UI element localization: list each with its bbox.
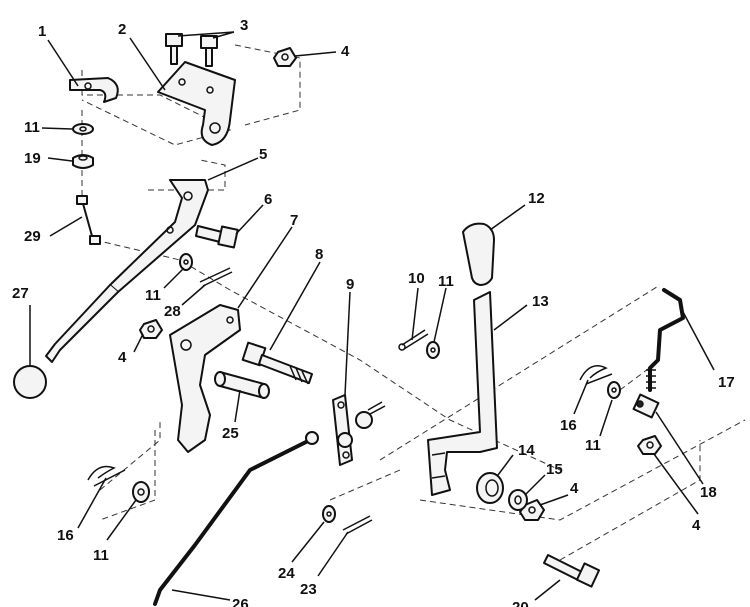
part-7-bracket-plate xyxy=(169,304,241,453)
callout-14: 14 xyxy=(518,442,535,459)
callout-23: 23 xyxy=(300,581,317,598)
part-11-washer-mid xyxy=(179,253,193,271)
part-17-rod xyxy=(646,288,685,392)
part-28-pin xyxy=(199,267,233,287)
part-9-plate xyxy=(332,394,386,466)
part-4-nut-right xyxy=(637,435,662,455)
callout-13: 13 xyxy=(532,293,549,310)
part-1-clip xyxy=(69,77,119,103)
callout-11-right: 11 xyxy=(585,437,601,454)
callout-8: 8 xyxy=(315,246,323,263)
part-12-grip xyxy=(462,222,495,286)
part-11-washer-center xyxy=(426,341,440,359)
part-11-washer-bottom-left xyxy=(132,481,150,503)
part-16-clip-right xyxy=(579,365,613,385)
part-24-washer xyxy=(322,505,336,523)
callout-9: 9 xyxy=(346,276,354,293)
part-2-bracket xyxy=(157,61,236,146)
callout-20: 20 xyxy=(512,599,529,607)
callout-3: 3 xyxy=(240,17,248,34)
part-20-bolt xyxy=(543,554,601,588)
callout-11-top-left: 11 xyxy=(24,119,40,136)
callout-6: 6 xyxy=(264,191,272,208)
part-4-nut-left xyxy=(139,319,163,339)
part-25-spacer xyxy=(214,371,270,399)
callout-19: 19 xyxy=(24,150,41,167)
part-14-bushing xyxy=(476,472,504,504)
callout-12: 12 xyxy=(528,190,545,207)
callout-11-mid: 11 xyxy=(145,287,161,304)
callout-4-left: 4 xyxy=(118,349,127,366)
part-10-cotter-pin xyxy=(398,329,429,351)
part-4-nut-top xyxy=(273,47,297,67)
part-27-knob xyxy=(13,365,47,399)
part-11-washer-top-left xyxy=(72,123,94,135)
callout-10: 10 xyxy=(408,270,425,287)
part-15-washer xyxy=(508,489,528,511)
callout-16-left: 16 xyxy=(57,527,74,544)
callout-16-right: 16 xyxy=(560,417,577,434)
part-11-washer-right xyxy=(607,381,621,399)
callout-24: 24 xyxy=(278,565,295,582)
part-3-bolts xyxy=(165,33,218,67)
part-19-nut xyxy=(72,154,94,169)
callout-11-center: 11 xyxy=(438,273,454,290)
callout-2: 2 xyxy=(118,21,126,38)
part-18-swivel xyxy=(632,393,660,419)
callout-5: 5 xyxy=(259,146,267,163)
callout-18: 18 xyxy=(700,484,717,501)
callout-1: 1 xyxy=(38,23,46,40)
part-29-link xyxy=(76,195,101,245)
part-13-lever xyxy=(427,291,498,496)
callout-4-right: 4 xyxy=(692,517,701,534)
callout-11-bottom-left: 11 xyxy=(93,547,109,564)
callout-labels: 1 2 3 4 5 6 7 8 9 10 11 11 11 11 11 12 1… xyxy=(12,17,735,607)
assembly-guide-lines xyxy=(81,44,746,561)
callout-7: 7 xyxy=(290,212,298,229)
callout-15: 15 xyxy=(546,461,563,478)
part-6-bolt xyxy=(195,225,239,249)
part-16-clip-left xyxy=(87,465,126,487)
callout-26: 26 xyxy=(232,596,249,607)
part-23-pin xyxy=(342,515,373,535)
part-5-lever-arm xyxy=(45,179,209,363)
callout-27: 27 xyxy=(12,285,29,302)
callout-17: 17 xyxy=(718,374,735,391)
callout-28: 28 xyxy=(164,303,181,320)
callout-4: 4 xyxy=(341,43,350,60)
callout-29: 29 xyxy=(24,228,41,245)
callout-25: 25 xyxy=(222,425,239,442)
part-26-rod xyxy=(153,431,319,606)
part-8-long-bolt xyxy=(241,341,313,385)
leader-lines xyxy=(29,31,715,601)
callout-4-center: 4 xyxy=(570,480,579,497)
